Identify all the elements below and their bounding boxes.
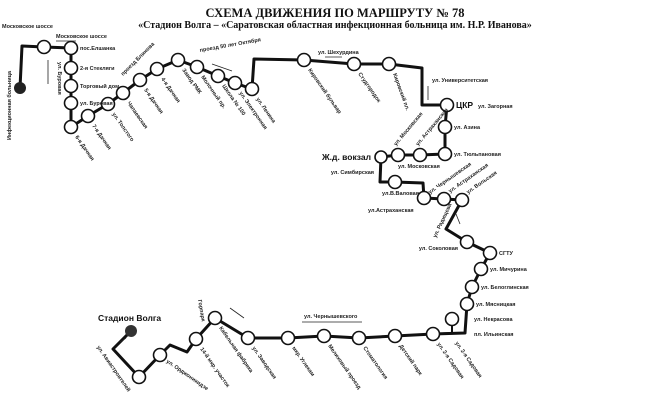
stop-label: ул. Загорная [478, 104, 513, 110]
stop-marker[interactable] [482, 245, 498, 261]
stop-label: Стоматология [361, 346, 388, 381]
street-label: ул. Университетская [432, 78, 488, 84]
street-label: ул. Шехурдина [318, 50, 360, 56]
stop-label: мкр. Углекам [290, 346, 315, 378]
street-label: проезд 50 лет Октября [199, 36, 261, 54]
street-label: ул. Чернышевского [304, 314, 358, 320]
page-title: СХЕМА ДВИЖЕНИЯ ПО МАРШРУТУ № 78 [205, 6, 465, 20]
stop-marker[interactable] [444, 311, 460, 327]
stop-marker[interactable] [132, 72, 148, 88]
stop-label: ул. Некрасова [474, 317, 513, 323]
stop-label: ул. Мичурина [490, 267, 528, 273]
stop-label: Мелиховый проезд [326, 343, 362, 391]
direction-arrows [47, 40, 461, 343]
stop-marker[interactable] [188, 331, 204, 347]
stop-marker[interactable] [280, 330, 296, 346]
street-label: ул. Буровая [56, 62, 62, 95]
stop-label: 6-я Дачная [73, 135, 95, 162]
stop-marker[interactable] [240, 330, 256, 346]
stop-marker[interactable] [316, 328, 332, 344]
stop-label: Студгородок [356, 72, 381, 104]
stop-label: 4-я Дачная [159, 77, 181, 104]
station-railway-label: Ж.д. вокзал [321, 152, 371, 162]
stop-marker[interactable] [149, 61, 165, 77]
stop-label: 7-я Дачная [90, 124, 112, 151]
stop-marker[interactable] [210, 68, 226, 84]
stop-marker[interactable] [464, 279, 480, 295]
stop-marker[interactable] [459, 296, 475, 312]
stop-marker[interactable] [63, 40, 79, 56]
stop-marker[interactable] [425, 326, 441, 342]
stop-marker[interactable] [387, 328, 403, 344]
stop-label: ул. Азина [454, 125, 481, 131]
stop-marker[interactable] [63, 78, 79, 94]
stops-group [36, 39, 498, 385]
stop-marker[interactable] [207, 310, 223, 326]
stop-marker[interactable] [412, 147, 428, 163]
stop-marker[interactable] [152, 347, 168, 363]
stop-label: ул.В.Валовая [382, 191, 419, 197]
stop-label: Московское шоссе [2, 24, 53, 30]
stop-marker[interactable] [437, 146, 453, 162]
stop-marker[interactable] [227, 75, 243, 91]
street-label: ул. Московская [398, 164, 440, 170]
stop-label: Детский парк [397, 343, 424, 377]
stop-marker[interactable] [63, 95, 79, 111]
stop-ckr-label: ЦКР [456, 100, 473, 110]
stop-label: ул. Белоглинская [481, 285, 529, 291]
stop-marker[interactable] [63, 60, 79, 76]
street-label: пл. Ильинская [474, 332, 513, 338]
stop-marker[interactable] [100, 96, 116, 112]
stop-marker[interactable] [381, 56, 397, 72]
stop-marker[interactable] [80, 108, 96, 124]
stop-marker[interactable] [170, 52, 186, 68]
stop-marker[interactable] [459, 234, 475, 250]
stop-label: Кировский пл. [391, 72, 411, 112]
stop-label: СГТУ [499, 251, 513, 257]
stop-marker[interactable] [454, 192, 470, 208]
stop-label: ул. Тюльпановая [454, 152, 501, 158]
stop-label: пос.Елшанка [80, 46, 116, 52]
hospital-terminal-dot[interactable] [14, 82, 26, 94]
stop-label: 5-я Дачная [142, 88, 164, 115]
stop-marker[interactable] [436, 191, 452, 207]
street-label: ул.Астраханская [368, 208, 414, 214]
stop-label: ул. Толстого [110, 112, 135, 144]
stop-label: ул. Симбирская [331, 169, 374, 176]
stop-marker[interactable] [374, 150, 388, 164]
stop-marker[interactable] [189, 59, 205, 75]
stop-label: Кировский бульвар [306, 67, 343, 116]
street-label: Горпарк [196, 299, 206, 322]
stop-marker[interactable] [387, 174, 403, 190]
street-label: Московское шоссе [56, 34, 107, 40]
stop-marker[interactable] [244, 81, 260, 97]
terminal-hospital-label: Инфекционная больница [6, 70, 13, 140]
stop-marker[interactable] [36, 39, 52, 55]
stop-marker[interactable] [473, 261, 489, 277]
stop-marker[interactable] [346, 56, 362, 72]
stop-label: 2-я Стекляги [80, 66, 115, 72]
stop-label: ул. Буровая [80, 101, 113, 107]
stop-marker[interactable] [131, 369, 147, 385]
stop-marker[interactable] [439, 97, 455, 113]
stadium-terminal-dot[interactable] [125, 325, 137, 337]
stop-marker[interactable] [296, 52, 312, 68]
stop-label: Торговый дом [80, 83, 119, 90]
page-subtitle: «Стадион Волга – «Саратовская областная … [138, 20, 532, 31]
stop-marker[interactable] [115, 85, 131, 101]
stop-label: ул. Орджоникидзе [165, 359, 209, 392]
stop-marker[interactable] [390, 147, 406, 163]
stop-label: Чапаевская [125, 101, 148, 130]
stop-label: ул. Соколовая [419, 246, 458, 252]
terminal-stadium-label: Стадион Волга [98, 313, 161, 323]
stop-label: ул. Заводская [250, 346, 277, 381]
stop-marker[interactable] [437, 119, 453, 135]
stop-marker[interactable] [416, 190, 432, 206]
stop-marker[interactable] [351, 330, 367, 346]
stop-marker[interactable] [63, 119, 79, 135]
stop-label: ул. Мясницкая [476, 302, 516, 308]
